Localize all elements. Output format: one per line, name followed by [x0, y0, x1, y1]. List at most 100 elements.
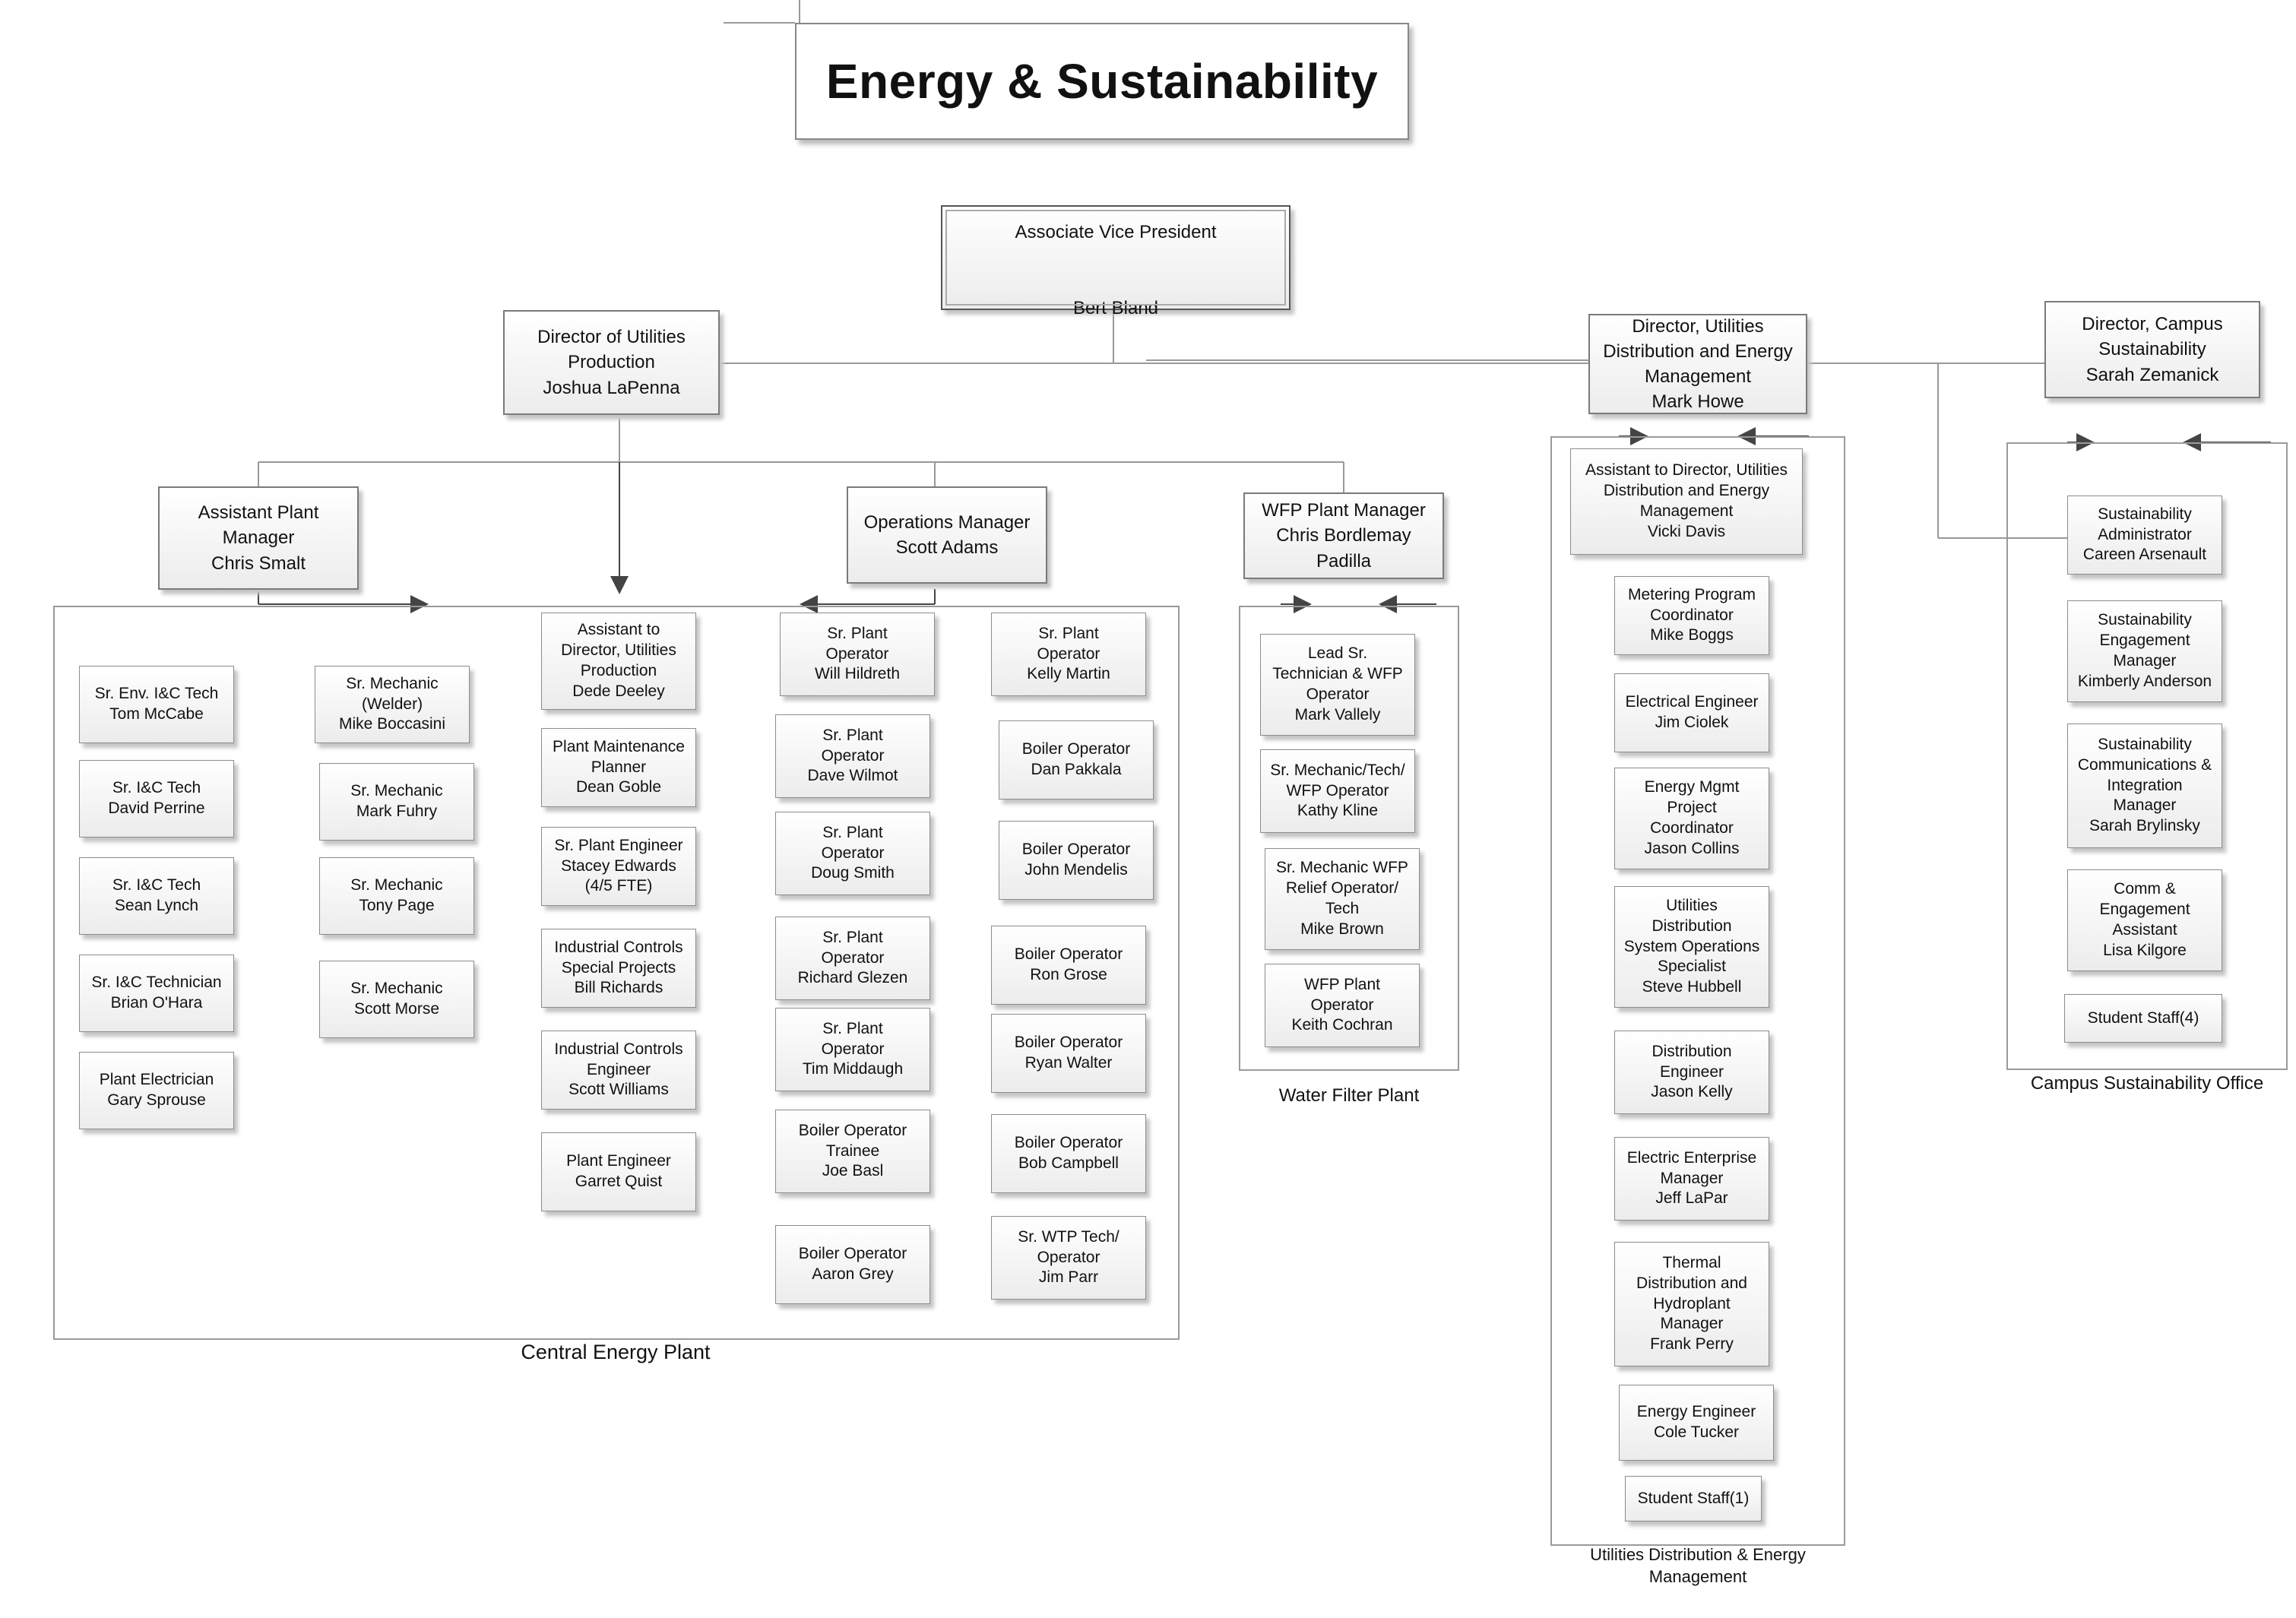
staff-label: Sustainability Communications & Integrat… [2077, 735, 2212, 835]
staff-label: Plant Electrician Gary Sprouse [99, 1071, 214, 1109]
director-utilities-production-box: Director of Utilities Production Joshua … [503, 310, 720, 415]
staff-label: Industrial Controls Special Projects Bil… [554, 938, 683, 997]
staff-box: Thermal Distribution and Hydroplant Mana… [1614, 1242, 1769, 1366]
page-title: Energy & Sustainability [825, 54, 1379, 109]
staff-box: Boiler Operator Ron Grose [991, 926, 1146, 1005]
staff-label: Assistant to Director, Utilities Product… [561, 621, 676, 700]
staff-box: Industrial Controls Engineer Scott Willi… [541, 1031, 696, 1110]
operations-manager-label: Operations Manager Scott Adams [863, 511, 1031, 558]
staff-label: Sr. Plant Operator Dave Wilmot [807, 726, 898, 785]
staff-label: Sr. I&C Tech Sean Lynch [112, 876, 201, 914]
staff-box: Sr. I&C Tech Sean Lynch [79, 857, 234, 935]
staff-box: Metering Program Coordinator Mike Boggs [1614, 576, 1769, 655]
director-utilities-distribution-label: Director, Utilities Distribution and Ene… [1603, 315, 1793, 413]
staff-label: Lead Sr. Technician & WFP Operator Mark … [1272, 644, 1403, 724]
staff-box: Sr. Mechanic/Tech/ WFP Operator Kathy Kl… [1260, 749, 1415, 833]
staff-box: Electric Enterprise Manager Jeff LaPar [1614, 1137, 1769, 1221]
staff-label: Sr. Mechanic Tony Page [350, 876, 443, 914]
staff-box: Energy Mgmt Project Coordinator Jason Co… [1614, 768, 1769, 869]
staff-label: Plant Engineer Garret Quist [566, 1152, 671, 1190]
campus-sustainability-caption: Campus Sustainability Office [2030, 1073, 2264, 1094]
associate-vice-president-box: Associate Vice President Bert Bland [941, 205, 1291, 318]
staff-box: Sustainability Communications & Integrat… [2067, 724, 2222, 848]
staff-box: Sustainability Administrator Careen Arse… [2067, 496, 2222, 575]
staff-box: Sr. Mechanic Tony Page [319, 857, 474, 935]
staff-label: Boiler Operator John Mendelis [1021, 841, 1131, 879]
staff-label: Sr. I&C Tech David Perrine [108, 779, 205, 817]
staff-box: Sr. Plant Operator Tim Middaugh [775, 1008, 930, 1091]
staff-label: Boiler Operator Ron Grose [1014, 945, 1123, 983]
title-box: Energy & Sustainability [795, 23, 1409, 140]
staff-box: Sr. I&C Tech David Perrine [79, 760, 234, 837]
staff-label: Sr. Mechanic Mark Fuhry [350, 782, 443, 820]
staff-label: Sr. I&C Technician Brian O'Hara [91, 974, 222, 1012]
staff-box: Sr. Plant Operator Richard Glezen [775, 917, 930, 1000]
staff-box: Distribution Engineer Jason Kelly [1614, 1031, 1769, 1114]
staff-box: Sr. Plant Operator Kelly Martin [991, 613, 1146, 696]
staff-box: WFP Plant Operator Keith Cochran [1265, 964, 1420, 1047]
staff-box: Student Staff(4) [2064, 994, 2222, 1043]
staff-box: Lead Sr. Technician & WFP Operator Mark … [1260, 634, 1415, 736]
central-energy-plant-caption: Central Energy Plant [521, 1341, 711, 1363]
staff-label: Energy Mgmt Project Coordinator Jason Co… [1644, 778, 1740, 857]
staff-label: Sr. Plant Operator Doug Smith [811, 823, 895, 882]
staff-label: Sr. Env. I&C Tech Tom McCabe [94, 685, 219, 723]
utilities-distribution-caption: Utilities Distribution & Energy Manageme… [1590, 1545, 1806, 1586]
staff-box: Sr. I&C Technician Brian O'Hara [79, 955, 234, 1032]
staff-box: Boiler Operator Aaron Grey [775, 1225, 930, 1304]
staff-box: Assistant to Director, Utilities Product… [541, 613, 696, 710]
staff-label: Boiler Operator Ryan Walter [1014, 1034, 1123, 1072]
staff-box: Electrical Engineer Jim Ciolek [1614, 673, 1769, 752]
staff-box: Plant Electrician Gary Sprouse [79, 1052, 234, 1129]
staff-box: Energy Engineer Cole Tucker [1619, 1385, 1774, 1461]
staff-label: Comm & Engagement Assistant Lisa Kilgore [2099, 880, 2190, 959]
staff-label: Sr. Mechanic Scott Morse [350, 980, 443, 1018]
staff-label: Industrial Controls Engineer Scott Willi… [554, 1040, 683, 1099]
staff-box: Boiler Operator Trainee Joe Basl [775, 1110, 930, 1193]
staff-box: Sr. Mechanic WFP Relief Operator/ Tech M… [1265, 848, 1420, 950]
staff-box: Assistant to Director, Utilities Distrib… [1570, 448, 1803, 555]
wfp-plant-manager-box: WFP Plant Manager Chris Bordlemay Padill… [1243, 492, 1444, 579]
staff-label: WFP Plant Operator Keith Cochran [1291, 975, 1393, 1034]
staff-box: Utilities Distribution System Operations… [1614, 886, 1769, 1008]
staff-label: Boiler Operator Dan Pakkala [1021, 740, 1131, 778]
director-campus-sustainability-box: Director, Campus Sustainability Sarah Ze… [2044, 301, 2260, 398]
staff-label: Sr. Mechanic WFP Relief Operator/ Tech M… [1276, 859, 1408, 938]
staff-box: Boiler Operator John Mendelis [999, 821, 1154, 900]
staff-label: Energy Engineer Cole Tucker [1636, 1403, 1756, 1441]
staff-box: Student Staff(1) [1625, 1476, 1762, 1521]
staff-box: Industrial Controls Special Projects Bil… [541, 929, 696, 1008]
staff-box: Comm & Engagement Assistant Lisa Kilgore [2067, 869, 2222, 971]
staff-label: Student Staff(4) [2087, 1008, 2199, 1027]
assistant-plant-manager-box: Assistant Plant Manager Chris Smalt [158, 486, 359, 590]
staff-label: Plant Maintenance Planner Dean Goble [553, 737, 685, 796]
staff-box: Sr. Plant Operator Doug Smith [775, 812, 930, 895]
staff-label: Utilities Distribution System Operations… [1623, 896, 1760, 996]
staff-label: Sustainability Engagement Manager Kimber… [2077, 611, 2212, 690]
staff-box: Sr. Mechanic Mark Fuhry [319, 763, 474, 841]
staff-label: Sr. Plant Engineer Stacey Edwards (4/5 F… [554, 836, 683, 895]
staff-label: Distribution Engineer Jason Kelly [1651, 1042, 1733, 1101]
director-utilities-production-label: Director of Utilities Production Joshua … [537, 327, 686, 398]
avp-title: Associate Vice President [1015, 222, 1217, 243]
staff-label: Metering Program Coordinator Mike Boggs [1627, 585, 1756, 644]
campus-sustainability-group [2006, 442, 2288, 1070]
staff-box: Sr. Plant Operator Will Hildreth [780, 613, 935, 696]
staff-box: Sr. Plant Engineer Stacey Edwards (4/5 F… [541, 827, 696, 906]
staff-label: Student Staff(1) [1637, 1489, 1750, 1507]
staff-label: Sr. Mechanic (Welder) Mike Boccasini [338, 674, 446, 733]
director-campus-sustainability-label: Director, Campus Sustainability Sarah Ze… [2082, 314, 2223, 385]
staff-box: Sr. Mechanic (Welder) Mike Boccasini [315, 666, 470, 743]
staff-label: Assistant to Director, Utilities Distrib… [1585, 461, 1788, 540]
staff-label: Sr. Plant Operator Kelly Martin [1027, 624, 1110, 683]
staff-label: Sr. Mechanic/Tech/ WFP Operator Kathy Kl… [1270, 761, 1405, 820]
staff-label: Sr. Plant Operator Richard Glezen [797, 928, 908, 987]
staff-label: Sr. Plant Operator Will Hildreth [814, 624, 900, 683]
utilities-distribution-group [1550, 436, 1845, 1546]
staff-label: Electric Enterprise Manager Jeff LaPar [1626, 1148, 1757, 1208]
wfp-plant-manager-label: WFP Plant Manager Chris Bordlemay Padill… [1262, 500, 1426, 572]
water-filter-plant-group [1239, 606, 1459, 1071]
staff-label: Boiler Operator Aaron Grey [798, 1245, 907, 1283]
staff-box: Sr. WTP Tech/ Operator Jim Parr [991, 1216, 1146, 1300]
operations-manager-box: Operations Manager Scott Adams [847, 486, 1047, 584]
